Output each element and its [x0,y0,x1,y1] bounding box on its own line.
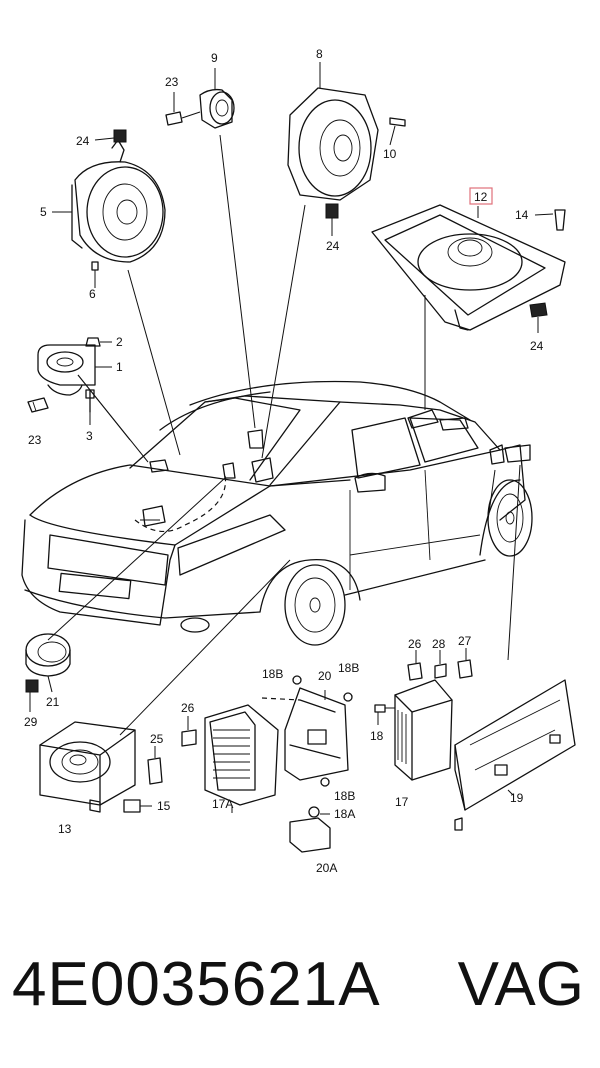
callout-26-right: 26 [408,637,422,651]
callout-23-bottom: 23 [28,433,42,447]
callout-21: 21 [46,695,60,709]
caption-bar: 4E0035621A VAG [0,935,600,1045]
amplifier-part-17a [181,704,279,813]
callout-13: 13 [58,822,72,836]
callout-14: 14 [515,208,529,222]
callout-23-top: 23 [165,75,179,89]
callout-18b-2: 18B [338,661,359,675]
bracket-part-20a [289,806,331,853]
callout-20a: 20A [316,861,337,875]
callout-1: 1 [116,360,123,374]
callout-18b-1: 18B [262,667,283,681]
callout-9: 9 [211,51,218,65]
callout-12: 12 [474,190,488,204]
callout-28: 28 [432,637,446,651]
callout-3: 3 [86,429,93,443]
callout-labels: 1 2 3 5 6 8 9 10 12 13 14 15 17 17A 18 1… [24,47,544,875]
speaker-box-part-13 [39,721,163,813]
callout-19: 19 [510,791,524,805]
callout-8: 8 [316,47,323,61]
callout-24-right: 24 [530,339,544,353]
callout-17: 17 [395,795,409,809]
callout-25: 25 [150,732,164,746]
amplifier-part-17 [374,648,473,781]
speaker-part-21 [25,633,71,712]
callout-18a: 18A [334,807,355,821]
callout-2: 2 [116,335,123,349]
speaker-part-5 [52,129,166,288]
brand-name: VAG [457,950,584,1019]
callout-5: 5 [40,205,47,219]
speaker-part-8 [287,62,406,236]
callout-24-left: 24 [76,134,90,148]
tweeter-part-9 [165,68,235,129]
callout-27: 27 [458,634,472,648]
callout-29: 29 [24,715,38,729]
mounting-plate-part-19 [454,679,576,831]
connector-part-23-lower [27,397,49,413]
parts-diagram: 1 2 3 5 6 8 9 10 12 13 14 15 17 17A 18 1… [21,47,576,875]
callout-20: 20 [318,669,332,683]
callout-24-mid: 24 [326,239,340,253]
part-number: 4E0035621A [12,950,381,1019]
callout-15: 15 [157,799,171,813]
highlight-box-part-12 [469,187,493,205]
callout-18b-3: 18B [334,789,355,803]
callout-26-left: 26 [181,701,195,715]
callout-17a: 17A [212,797,233,811]
bracket-part-20 [261,675,353,787]
tweeter-housing-part-1 [37,337,112,425]
callout-10: 10 [383,147,397,161]
car-illustration [21,380,533,646]
leader-lines [47,134,521,736]
callout-6: 6 [89,287,96,301]
callout-18: 18 [370,729,384,743]
subwoofer-part-12 [371,204,566,333]
